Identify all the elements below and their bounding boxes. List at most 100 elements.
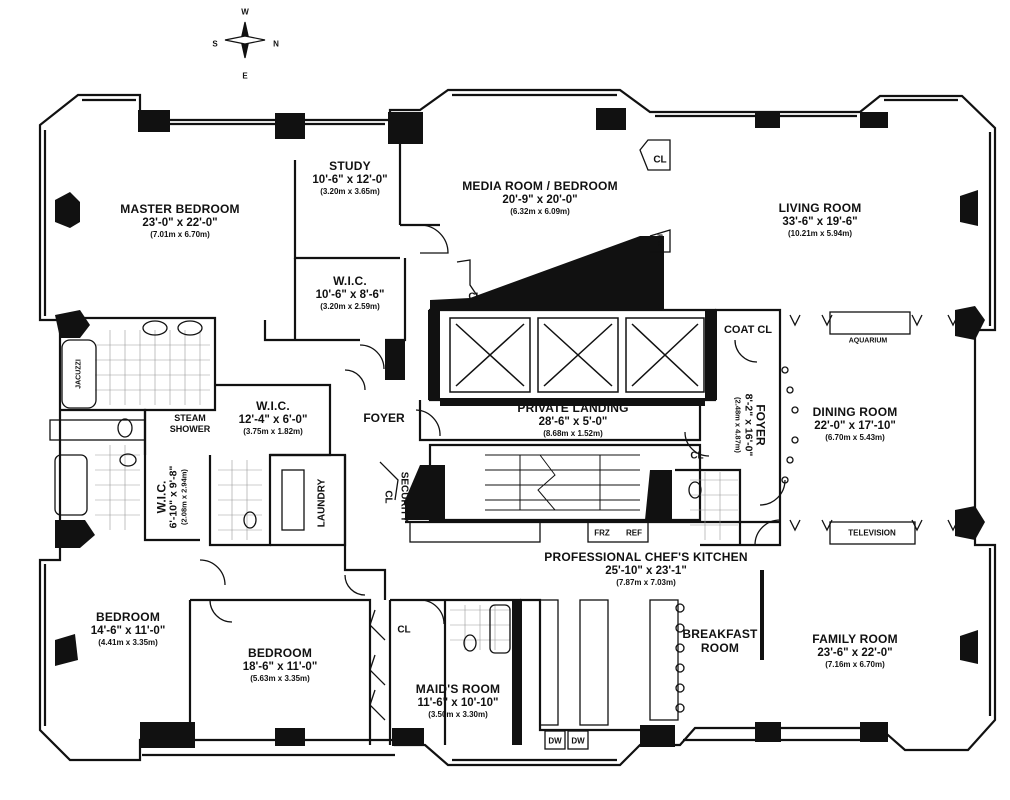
closet-doors [456, 259, 481, 301]
window-top-right [655, 98, 958, 118]
column [755, 722, 781, 742]
room-name-2: ROOM [700, 640, 740, 655]
door-swing [684, 431, 710, 457]
laundry-machines [281, 469, 305, 531]
column [596, 108, 626, 130]
kitchen-cabinets [409, 521, 541, 543]
wall-core [428, 308, 717, 402]
stool [675, 603, 685, 613]
ref-label-kitchen: REF [626, 528, 642, 538]
column [640, 725, 675, 747]
room-metric: (3.50m x 3.30m) [428, 710, 488, 720]
room-name: BREAKFAST [682, 627, 758, 641]
stool [675, 623, 685, 633]
room-metric: (3.75m x 1.82m) [243, 427, 303, 437]
column [392, 728, 424, 746]
room-name: PRIVATE LANDING [517, 401, 629, 415]
room-bedroom-left: BEDROOM 14'-6" x 11'-0" (4.41m x 3.35m) [91, 610, 166, 648]
toilet [688, 481, 702, 499]
compass-south: S [212, 39, 218, 49]
television-label: TELEVISION [848, 528, 896, 538]
kitchen-counter [539, 599, 559, 726]
aquarium-tank [829, 311, 911, 335]
stool [675, 663, 685, 673]
room-name: MASTER BEDROOM [120, 202, 240, 216]
wall-bath-left [60, 408, 200, 542]
bathtub [489, 604, 511, 654]
door-swing [419, 224, 449, 254]
column [860, 722, 888, 742]
wall-block [512, 600, 522, 745]
room-name: W.I.C. [333, 274, 367, 288]
cl-label-foyer: CL [690, 450, 704, 462]
stairs [485, 454, 640, 511]
elevator-shaft [449, 317, 531, 393]
dw-label-1: DW [548, 736, 562, 746]
room-dims: 22'-0" x 17'-10" [814, 419, 896, 432]
room-living: LIVING ROOM 33'-6" x 19'-6" (10.21m x 5.… [778, 201, 862, 239]
compass-north: N [273, 39, 279, 49]
room-wic-middle: W.I.C. 12'-4" x 6'-0" (3.75m x 1.82m) [238, 399, 308, 437]
exterior-wall [38, 88, 997, 767]
column [275, 113, 305, 139]
column [55, 634, 78, 666]
wall-laundry [270, 453, 347, 547]
column [55, 520, 95, 548]
room-name: LIVING ROOM [778, 201, 862, 215]
tile-floor [218, 460, 262, 540]
column [955, 306, 985, 340]
room-dims: 25'-10" x 23'-1" [605, 564, 687, 577]
closet-doors [379, 461, 399, 501]
stool [786, 386, 794, 394]
room-name: PROFESSIONAL CHEF'S KITCHEN [544, 550, 748, 564]
core-wall [405, 465, 445, 520]
room-bedroom-middle: BEDROOM 18'-6" x 11'-0" (5.63m x 3.35m) [243, 646, 318, 683]
steam-label-2: SHOWER [169, 424, 211, 434]
room-name: DINING ROOM [812, 405, 898, 419]
column [960, 630, 978, 664]
tile-floor [690, 472, 738, 540]
elevator-shaft [537, 317, 619, 393]
security-label: SECURITY [398, 471, 410, 523]
room-metric: (7.01m x 6.70m) [150, 230, 210, 240]
room-maids: MAID'S ROOM 11'-6" x 10'-10" (3.50m x 3.… [416, 682, 500, 720]
closet-doors [649, 229, 671, 253]
room-metric: (4.41m x 3.35m) [98, 638, 158, 648]
room-dims: 12'-4" x 6'-0" [238, 413, 308, 426]
window-top-left [82, 98, 385, 126]
jacuzzi-label: JACUZZI [75, 359, 83, 389]
room-metric: (2.48m x 4.87m) [733, 397, 743, 453]
room-dims: 10'-6" x 12'-0" [312, 173, 388, 186]
sink [119, 453, 137, 467]
sink [177, 320, 203, 336]
room-dims: 20'-9" x 20'-0" [502, 193, 578, 206]
door-swing [419, 599, 445, 625]
television-unit [829, 521, 916, 545]
tile-floor [95, 445, 140, 530]
core-wall [440, 398, 705, 406]
room-dims: 28'-6" x 5'-0" [538, 415, 608, 428]
toilet [117, 418, 133, 438]
column [275, 728, 305, 746]
stool [791, 436, 799, 444]
room-metric: (10.21m x 5.94m) [787, 229, 853, 239]
toilet [243, 511, 257, 529]
tile-floor [450, 605, 510, 650]
room-dims: 23'-6" x 22'-0" [817, 646, 893, 659]
column [955, 506, 985, 540]
door-swing [754, 519, 781, 546]
column [138, 110, 170, 132]
door-swing [199, 559, 226, 586]
sink [142, 320, 168, 336]
room-dims: 11'-6" x 10'-10" [417, 696, 499, 709]
frz-ref [587, 521, 649, 543]
room-name: BEDROOM [95, 610, 161, 624]
stool [675, 703, 685, 713]
ref-label-media: REF [655, 234, 663, 248]
room-wic-upper: W.I.C. 10'-6" x 8'-6" (3.20m x 2.59m) [316, 274, 385, 311]
door-swing [344, 574, 366, 596]
room-family: FAMILY ROOM 23'-6" x 22'-0" (7.16m x 6.7… [812, 632, 898, 669]
toilet [463, 634, 477, 652]
room-dims: 23'-0" x 22'-0" [142, 216, 218, 229]
